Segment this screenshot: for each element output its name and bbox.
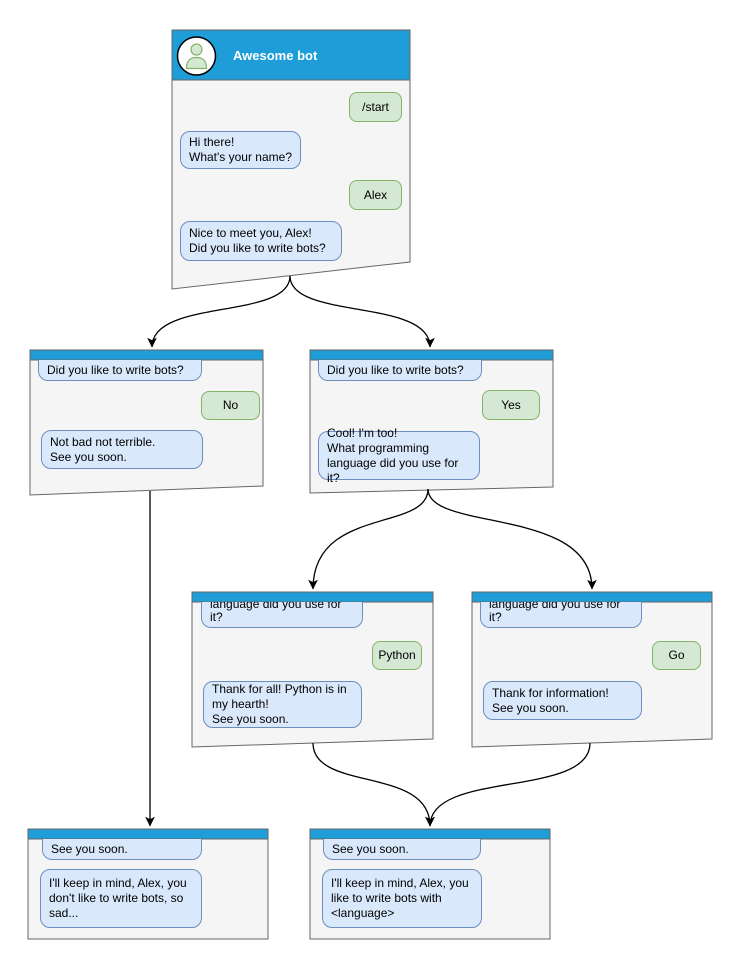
no-answer-bubble: No bbox=[201, 391, 260, 420]
go-reply-bubble: Thank for information! See you soon. bbox=[483, 681, 642, 720]
arrow-go-to-end bbox=[425, 742, 591, 827]
python-answer-bubble: Python bbox=[372, 641, 422, 670]
yes-question-bubble: Did you like to write bots? bbox=[318, 360, 482, 381]
python-question-bubble: What programming language did you use fo… bbox=[201, 602, 363, 628]
meet-question-bubble: Nice to meet you, Alex! Did you like to … bbox=[180, 221, 342, 261]
go-answer-bubble: Go bbox=[652, 641, 701, 670]
no-branch-window: Did you like to write bots? No Not bad n… bbox=[30, 350, 263, 495]
main-chat-window: Awesome bot /start Hi there! What's your… bbox=[172, 30, 410, 289]
bot-avatar-icon bbox=[176, 36, 217, 76]
python-branch-window: What programming language did you use fo… bbox=[192, 592, 433, 747]
yes-answer-bubble: Yes bbox=[482, 390, 540, 420]
arrow-python-to-end bbox=[312, 742, 435, 827]
name-answer-bubble: Alex bbox=[349, 180, 402, 210]
start-command-bubble: /start bbox=[349, 92, 402, 122]
yes-branch-window: Did you like to write bots? Yes Cool! I'… bbox=[310, 350, 553, 493]
end-yes-window: See you soon. I'll keep in mind, Alex, y… bbox=[310, 829, 550, 939]
arrow-yes-to-go bbox=[427, 488, 597, 590]
arrow-start-to-yes bbox=[289, 275, 435, 348]
end-yes-reply-bubble: I'll keep in mind, Alex, you like to wri… bbox=[322, 869, 482, 928]
yes-reply-bubble: Cool! I'm too! What programming language… bbox=[318, 426, 480, 485]
no-question-bubble: Did you like to write bots? bbox=[38, 360, 202, 381]
end-no-reply-bubble: I'll keep in mind, Alex, you don't like … bbox=[40, 869, 202, 928]
go-question-bubble: What programming language did you use fo… bbox=[480, 602, 642, 628]
arrow-yes-to-python bbox=[308, 488, 429, 590]
end-yes-question-bubble: See you soon. bbox=[323, 839, 481, 860]
go-branch-window: What programming language did you use fo… bbox=[472, 592, 712, 747]
main-window-titlebar bbox=[171, 29, 411, 81]
arrow-start-to-no bbox=[147, 275, 291, 348]
end-no-question-bubble: See you soon. bbox=[42, 839, 202, 860]
no-reply-bubble: Not bad not terrible. See you soon. bbox=[41, 430, 203, 469]
greeting-bubble: Hi there! What's your name? bbox=[180, 131, 301, 169]
end-no-window: See you soon. I'll keep in mind, Alex, y… bbox=[28, 829, 268, 939]
python-reply-bubble: Thank for all! Python is in my hearth! S… bbox=[203, 681, 362, 728]
main-window-title: Awesome bot bbox=[233, 48, 318, 63]
